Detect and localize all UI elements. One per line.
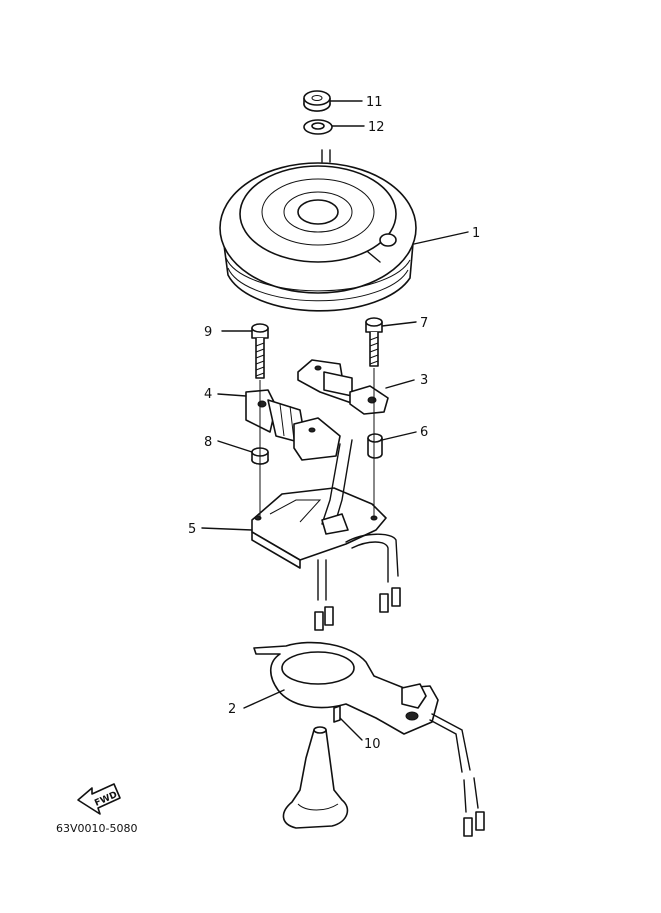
callout-4: 4 xyxy=(204,387,212,402)
part-10-key xyxy=(333,705,341,723)
part-9-bolt xyxy=(251,323,269,379)
callout-12: 12 xyxy=(368,120,385,135)
leader-lines xyxy=(201,100,469,741)
callout-6: 6 xyxy=(420,425,428,440)
part-11-nut xyxy=(303,90,331,112)
callout-7: 7 xyxy=(420,316,428,331)
callout-8: 8 xyxy=(204,435,212,450)
part-1-flywheel xyxy=(219,149,417,312)
part-2-armature-plate xyxy=(253,641,485,837)
callout-11: 11 xyxy=(366,95,383,110)
part-5-base-plate xyxy=(251,439,401,631)
callout-10: 10 xyxy=(364,737,381,752)
crankshaft-stub xyxy=(282,726,349,829)
part-12-washer xyxy=(303,119,333,135)
part-3-charge-coil xyxy=(297,359,389,415)
callout-1: 1 xyxy=(472,226,480,241)
callout-5: 5 xyxy=(188,522,196,537)
callout-2: 2 xyxy=(228,702,236,717)
part-4-pulser-coil xyxy=(245,389,341,461)
diagram-code: 63V0010-5080 xyxy=(56,822,137,835)
part-6-collar xyxy=(367,433,383,459)
callout-3: 3 xyxy=(420,373,428,388)
part-7-bolt xyxy=(365,317,383,367)
callout-9: 9 xyxy=(204,325,212,340)
fwd-arrow-icon: FWD xyxy=(77,783,121,815)
